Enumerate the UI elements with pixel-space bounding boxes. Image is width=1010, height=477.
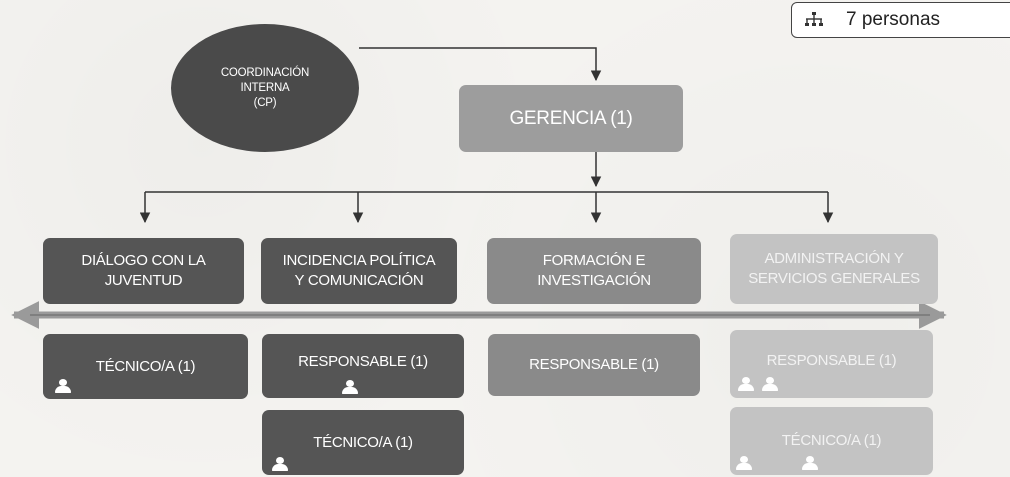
role-node-tecnico-incidencia: TÉCNICO/A (1)	[262, 410, 464, 475]
role-label: RESPONSABLE (1)	[298, 353, 428, 370]
person-icon	[738, 377, 754, 391]
role-node-tecnico-dialogo: TÉCNICO/A (1)	[43, 334, 248, 399]
person-icon	[802, 456, 818, 470]
org-chart-icon	[805, 12, 823, 26]
role-node-responsable-administracion: RESPONSABLE (1)	[730, 330, 933, 398]
person-icon	[272, 457, 288, 471]
person-icon	[736, 456, 752, 470]
gerencia-node: GERENCIA (1)	[459, 85, 683, 152]
role-label: TÉCNICO/A (1)	[781, 432, 882, 449]
area-node-administracion: ADMINISTRACIÓN Y SERVICIOS GENERALES	[730, 234, 938, 304]
role-node-responsable-formacion: RESPONSABLE (1)	[488, 334, 700, 396]
area-label: FORMACIÓN E INVESTIGACIÓN	[537, 252, 651, 289]
role-node-tecnico-administracion: TÉCNICO/A (1)	[730, 407, 933, 475]
area-label: ADMINISTRACIÓN Y SERVICIOS GENERALES	[748, 250, 920, 287]
area-label: DIÁLOGO CON LA JUVENTUD	[81, 252, 206, 289]
person-icon	[55, 379, 71, 393]
area-node-incidencia: INCIDENCIA POLÍTICA Y COMUNICACIÓN	[261, 238, 457, 304]
area-node-dialogo: DIÁLOGO CON LA JUVENTUD	[43, 238, 244, 304]
role-label: TÉCNICO/A (1)	[313, 433, 413, 451]
gerencia-label: GERENCIA (1)	[509, 107, 633, 129]
role-label: RESPONSABLE (1)	[529, 356, 659, 373]
coordination-label: COORDINACIÓN INTERNA (CP)	[220, 66, 310, 109]
person-icon	[342, 380, 358, 394]
area-node-formacion: FORMACIÓN E INVESTIGACIÓN	[487, 238, 701, 304]
person-icon	[762, 377, 778, 391]
role-label: RESPONSABLE (1)	[766, 352, 897, 369]
coordination-node: COORDINACIÓN INTERNA (CP)	[171, 24, 359, 152]
people-count-text: 7 personas	[846, 9, 941, 30]
role-node-responsable-incidencia: RESPONSABLE (1)	[262, 334, 464, 398]
area-label: INCIDENCIA POLÍTICA Y COMUNICACIÓN	[282, 252, 436, 289]
people-count-badge: 7 personas	[791, 2, 1010, 38]
role-label: TÉCNICO/A (1)	[95, 357, 196, 375]
